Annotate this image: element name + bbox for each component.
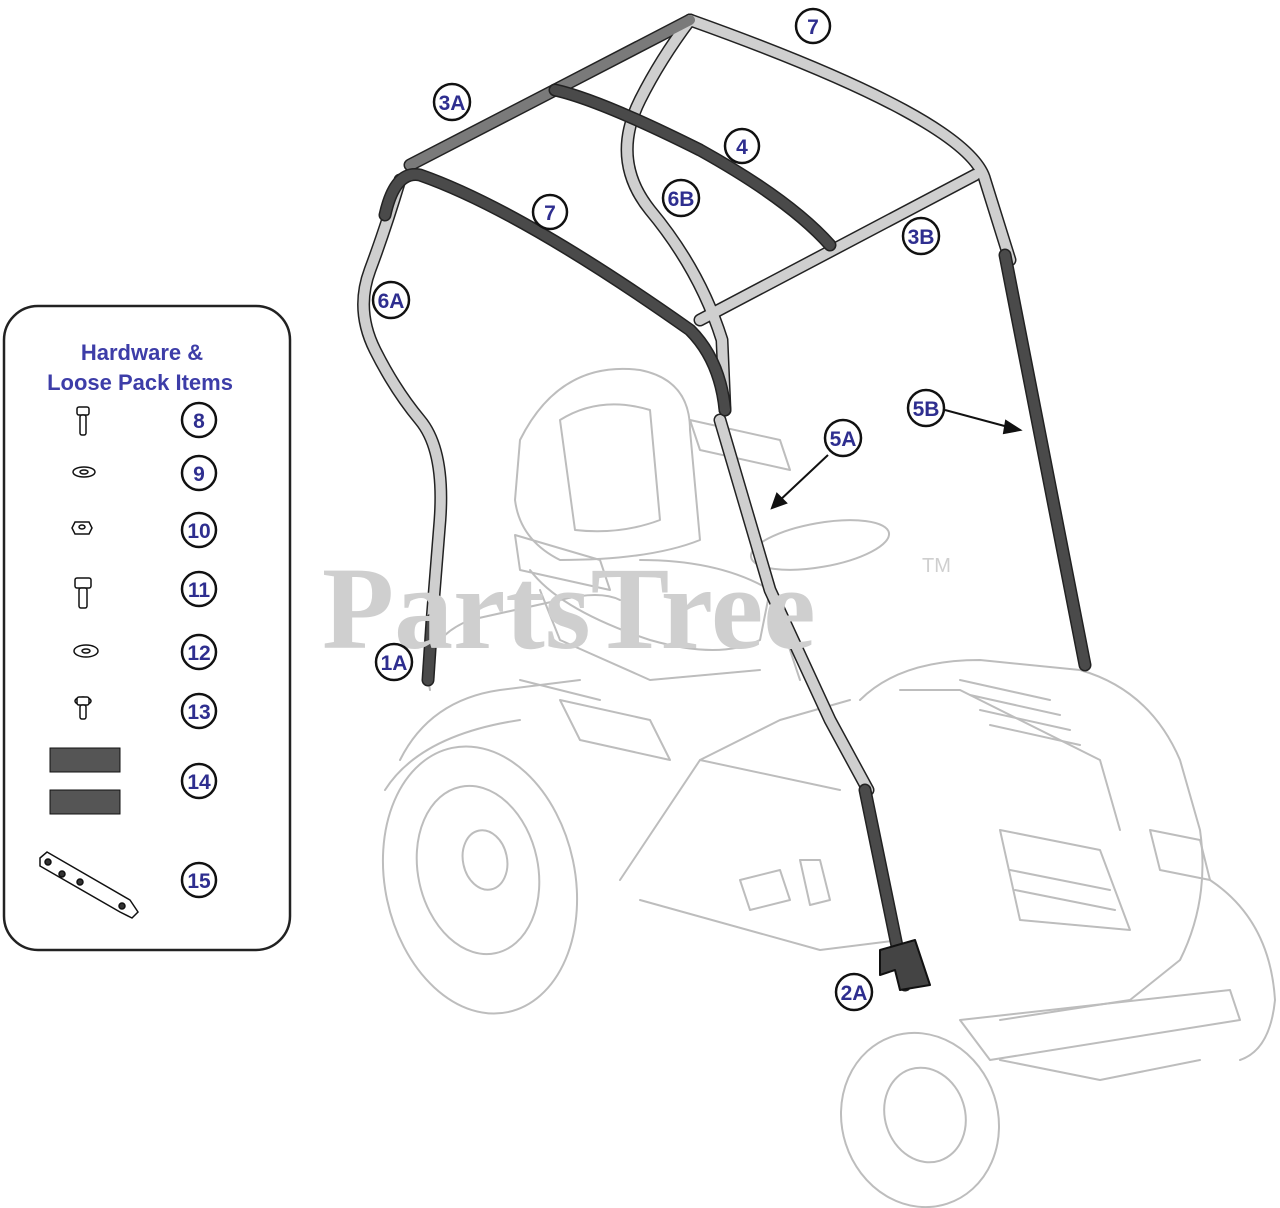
svg-text:4: 4 (736, 136, 748, 159)
callout-1a: 1A (374, 642, 414, 682)
item-14: 14 (180, 762, 218, 800)
large-washer-icon (73, 644, 99, 658)
item-11: 11 (180, 570, 218, 608)
mounting-bracket-icon (39, 851, 139, 919)
svg-text:7: 7 (807, 16, 819, 39)
callout-5b: 5B (906, 388, 946, 428)
nut-icon (71, 521, 93, 535)
flange-bolt-icon (74, 696, 92, 720)
tube-6b (622, 15, 730, 415)
callout-6a: 6A (371, 280, 411, 320)
svg-text:9: 9 (193, 463, 205, 486)
item-15: 15 (180, 861, 218, 899)
callout-7-mid: 7 (531, 193, 569, 231)
svg-text:3A: 3A (439, 92, 466, 115)
svg-text:6B: 6B (668, 188, 695, 211)
item-10: 10 (180, 511, 218, 549)
callout-5a: 5A (823, 418, 863, 458)
item-8: 8 (180, 401, 218, 439)
svg-text:14: 14 (187, 771, 211, 794)
svg-text:6A: 6A (378, 290, 405, 313)
svg-text:10: 10 (187, 520, 210, 543)
svg-text:1A: 1A (381, 652, 408, 675)
svg-text:11: 11 (188, 579, 211, 602)
watermark-trademark: TM (922, 555, 951, 577)
callout-7-top: 7 (794, 7, 832, 45)
item-9: 9 (180, 454, 218, 492)
svg-text:5A: 5A (830, 428, 857, 451)
callout-4: 4 (723, 127, 761, 165)
tube-3b (695, 170, 980, 325)
tube-6a (358, 175, 446, 625)
svg-text:7: 7 (544, 202, 556, 225)
panel-title-line2: Loose Pack Items (47, 370, 233, 395)
tube-5a-upper (715, 415, 873, 795)
bracket-2a (879, 939, 931, 991)
tube-5b (1000, 250, 1090, 670)
large-bolt-icon (74, 577, 92, 609)
item-13: 13 (180, 692, 218, 730)
svg-text:15: 15 (187, 870, 211, 893)
callout-2a: 2A (834, 972, 874, 1012)
svg-text:5B: 5B (913, 398, 940, 421)
tube-1a (423, 615, 437, 685)
svg-text:3B: 3B (908, 226, 935, 249)
callout-3b: 3B (901, 216, 941, 256)
tube-4 (550, 85, 835, 250)
tube-7-mid (380, 169, 730, 415)
callout-6b: 6B (661, 178, 701, 218)
callout-3a: 3A (432, 82, 472, 122)
canopy-frame (357, 13, 1092, 992)
panel-title-line1: Hardware & (81, 340, 203, 365)
svg-text:2A: 2A (841, 982, 868, 1005)
bolt-icon (76, 406, 90, 436)
svg-text:12: 12 (187, 642, 210, 665)
washer-icon (72, 466, 96, 478)
leader-arrows (770, 409, 1023, 510)
item-12: 12 (180, 633, 218, 671)
hardware-panel: Hardware & Loose Pack Items (2, 304, 292, 952)
lawn-tractor-illustration (381, 367, 1276, 1208)
pad-strip-icon (49, 747, 121, 815)
svg-text:13: 13 (187, 701, 210, 724)
svg-text:8: 8 (193, 410, 205, 433)
tube-7-top (685, 15, 1015, 265)
